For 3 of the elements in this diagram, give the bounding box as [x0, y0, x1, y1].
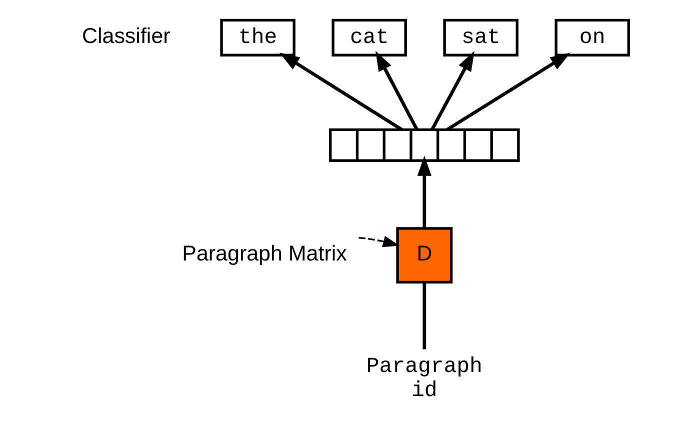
- node-text: Paragraph Matrix: [182, 241, 347, 266]
- node-text: Paragraph id: [366, 354, 482, 404]
- label: Classifier: [82, 24, 170, 48]
